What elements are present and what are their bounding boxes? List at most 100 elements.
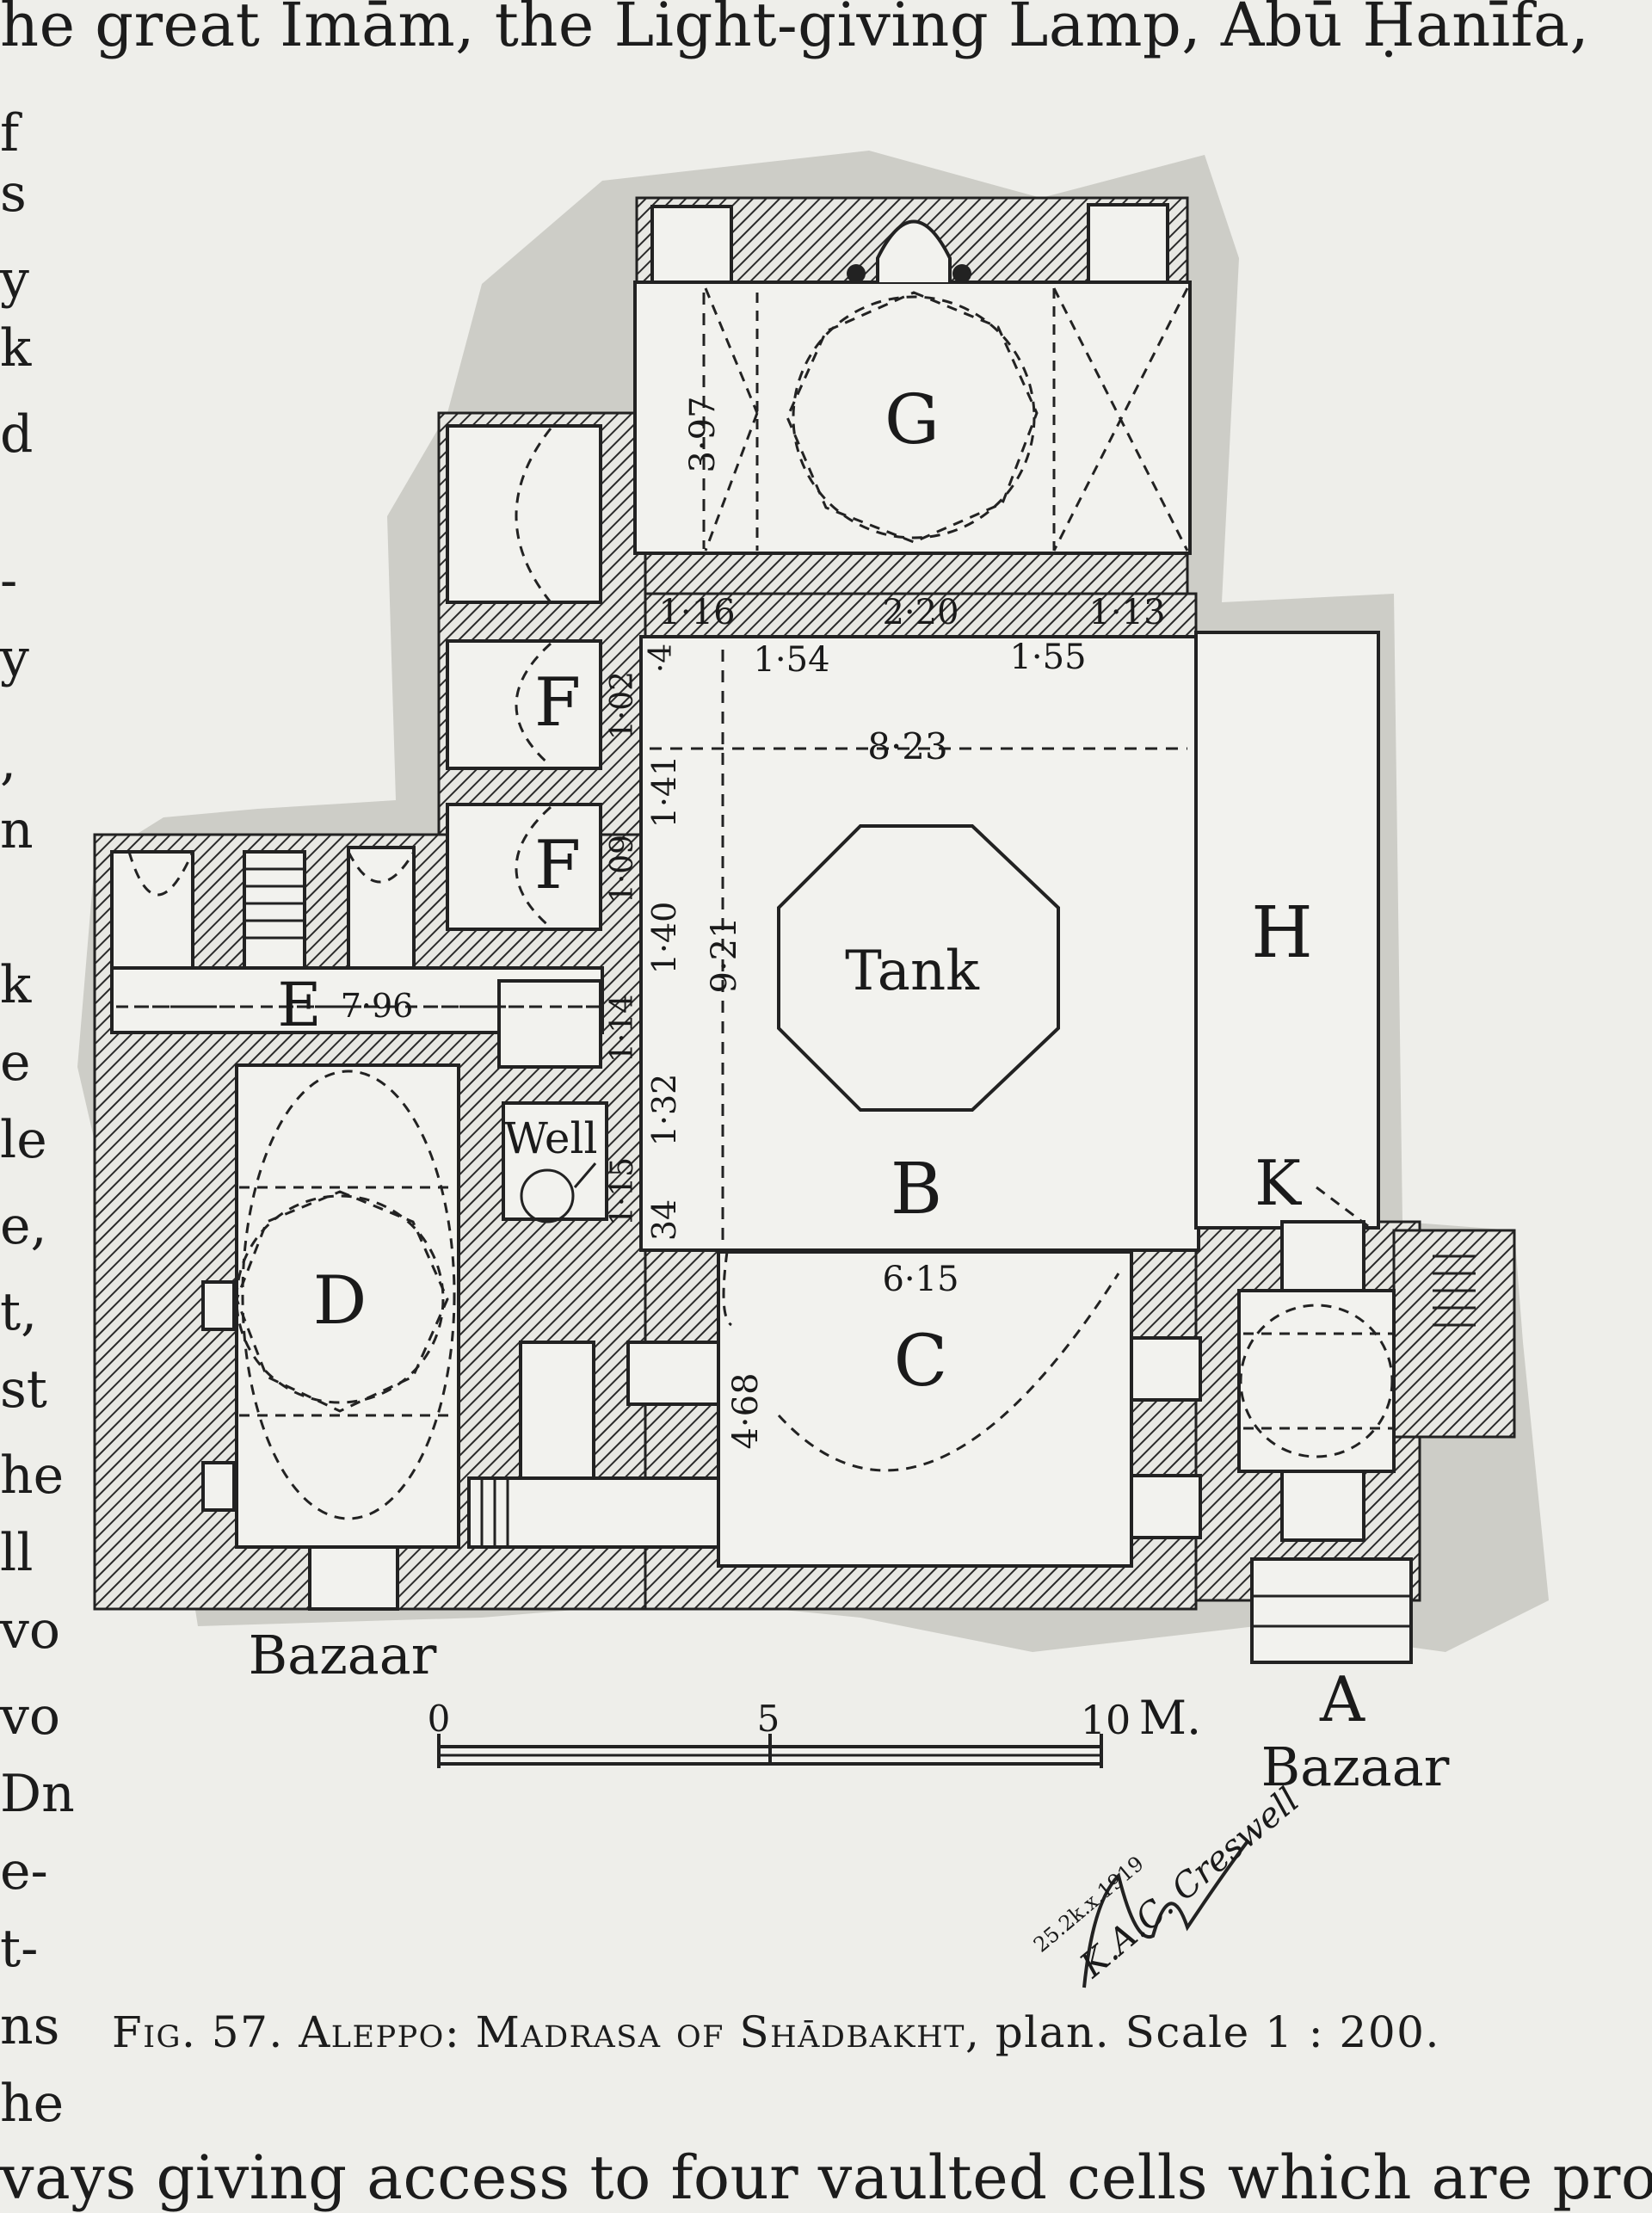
margin-fragment: s xyxy=(0,163,27,224)
corridor-e-end xyxy=(497,979,602,1069)
dim-4-68: 4·68 xyxy=(726,1372,766,1449)
scale-bar xyxy=(437,1734,1103,1768)
scale-unit: M. xyxy=(1139,1691,1201,1745)
dim-1-40: 1·40 xyxy=(645,902,683,975)
dim-2-20: 2·20 xyxy=(882,593,959,632)
entrance-neck xyxy=(1280,1220,1365,1292)
dim-4: ·4 xyxy=(644,644,679,673)
dim-1-14: 1·14 xyxy=(605,994,640,1063)
stair-treads xyxy=(244,867,1476,1628)
stair-c xyxy=(467,1476,720,1549)
margin-fragment: st xyxy=(0,1359,47,1420)
signature-mark xyxy=(1082,1840,1249,1988)
room-f-upper xyxy=(446,639,602,770)
label-well: Well xyxy=(504,1113,598,1163)
label-k: K xyxy=(1254,1147,1302,1219)
body-text-top-line: he great Imām, the Light-giving Lamp, Ab… xyxy=(0,0,1590,60)
cell-upper-left xyxy=(446,424,602,604)
label-h: H xyxy=(1251,892,1313,974)
scale-ten: 10 xyxy=(1081,1697,1131,1743)
margin-fragment: f xyxy=(0,103,20,163)
well xyxy=(520,1162,597,1224)
caption-plan: plan. xyxy=(995,2007,1111,2057)
figure-caption: Fig. 57. Aleppo: Madrasa of Shādbakht, p… xyxy=(112,2007,1440,2057)
dim-1-55: 1·55 xyxy=(1009,638,1086,677)
dim-1-02: 1·02 xyxy=(605,671,640,740)
label-d: D xyxy=(313,1262,367,1340)
margin-fragment: y xyxy=(0,250,29,310)
margin-fragment: le xyxy=(0,1110,47,1170)
room-g-niche-left xyxy=(650,205,733,284)
margin-fragment: he xyxy=(0,2074,65,2134)
side-niche-left-high xyxy=(201,1280,236,1331)
margin-fragment: d xyxy=(0,404,34,465)
bazaar-door-left xyxy=(308,1545,399,1611)
cell-c-left xyxy=(519,1341,595,1480)
caption-place: Aleppo: xyxy=(299,2007,461,2057)
cell-e-left xyxy=(110,850,194,970)
rooms xyxy=(110,203,1413,1664)
margin-fragment: ll xyxy=(0,1523,34,1583)
dim-1-09: 1·09 xyxy=(605,835,640,903)
label-bazaar-left: Bazaar xyxy=(249,1624,437,1686)
mihrab xyxy=(876,219,952,282)
cell-c-right xyxy=(1130,1336,1202,1402)
room-h xyxy=(1194,631,1380,1230)
room-g xyxy=(633,280,1192,555)
margin-fragment: - xyxy=(0,551,18,611)
entrance-neck-lower xyxy=(1280,1470,1365,1542)
vault-lines xyxy=(116,287,1394,1520)
margin-fragment: e xyxy=(0,1033,31,1093)
room-d xyxy=(235,1063,460,1549)
margin-fragment: , xyxy=(0,731,17,792)
dim-1-32: 1·32 xyxy=(645,1074,683,1147)
margin-fragment: vo xyxy=(0,1600,61,1661)
margin-fragment: e- xyxy=(0,1841,48,1902)
cell-c-right-2 xyxy=(1130,1474,1202,1539)
margin-fragment: e, xyxy=(0,1196,47,1256)
scale-zero: 0 xyxy=(428,1698,451,1740)
iwan-c xyxy=(717,1250,1133,1568)
margin-fragment: vo xyxy=(0,1686,61,1747)
stair-e xyxy=(243,850,306,970)
margin-fragment: ns xyxy=(0,1996,60,2056)
dim-3-97: 3·97 xyxy=(683,396,723,472)
dim-7-96: 7·96 xyxy=(341,987,414,1025)
margin-fragment: k xyxy=(0,955,32,1015)
dim-1-16: 1·16 xyxy=(658,593,735,632)
caption-scale: Scale 1 : 200. xyxy=(1125,2007,1440,2057)
cell-c-left-2 xyxy=(626,1341,720,1406)
label-g: G xyxy=(885,379,940,459)
dim-8-23: 8·23 xyxy=(867,725,948,767)
columns xyxy=(847,264,971,283)
dim-1-15: 1·15 xyxy=(605,1157,640,1226)
dim-34: 34 xyxy=(645,1199,683,1241)
dim-1-41: 1·41 xyxy=(645,755,683,829)
dim-6-15: 6·15 xyxy=(882,1260,959,1299)
scale-five: 5 xyxy=(757,1698,780,1740)
room-f-lower xyxy=(446,803,602,931)
label-f-lower: F xyxy=(534,827,581,904)
label-tank: Tank xyxy=(845,940,980,1003)
label-b: B xyxy=(891,1149,942,1230)
dimension-lines xyxy=(116,293,1187,1248)
dim-1-13: 1·13 xyxy=(1088,593,1165,632)
margin-fragment: k xyxy=(0,318,32,379)
margin-fragment: t, xyxy=(0,1282,38,1342)
entrance-a xyxy=(1250,1557,1413,1664)
dim-9-21: 9·21 xyxy=(705,916,744,993)
label-e: E xyxy=(277,970,321,1040)
caption-fig: Fig. 57. xyxy=(112,2007,284,2057)
label-bazaar-right: Bazaar xyxy=(1261,1735,1450,1798)
label-a: A xyxy=(1319,1663,1365,1735)
label-c: C xyxy=(894,1321,948,1402)
margin-fragment: he xyxy=(0,1446,65,1506)
side-niche-left-low xyxy=(201,1461,236,1512)
caption-title: Madrasa of Shādbakht, xyxy=(475,2007,981,2057)
label-f-upper: F xyxy=(534,664,581,742)
margin-fragment: y xyxy=(0,628,29,688)
dim-1-54: 1·54 xyxy=(753,640,829,680)
margin-fragment: t- xyxy=(0,1919,39,1979)
